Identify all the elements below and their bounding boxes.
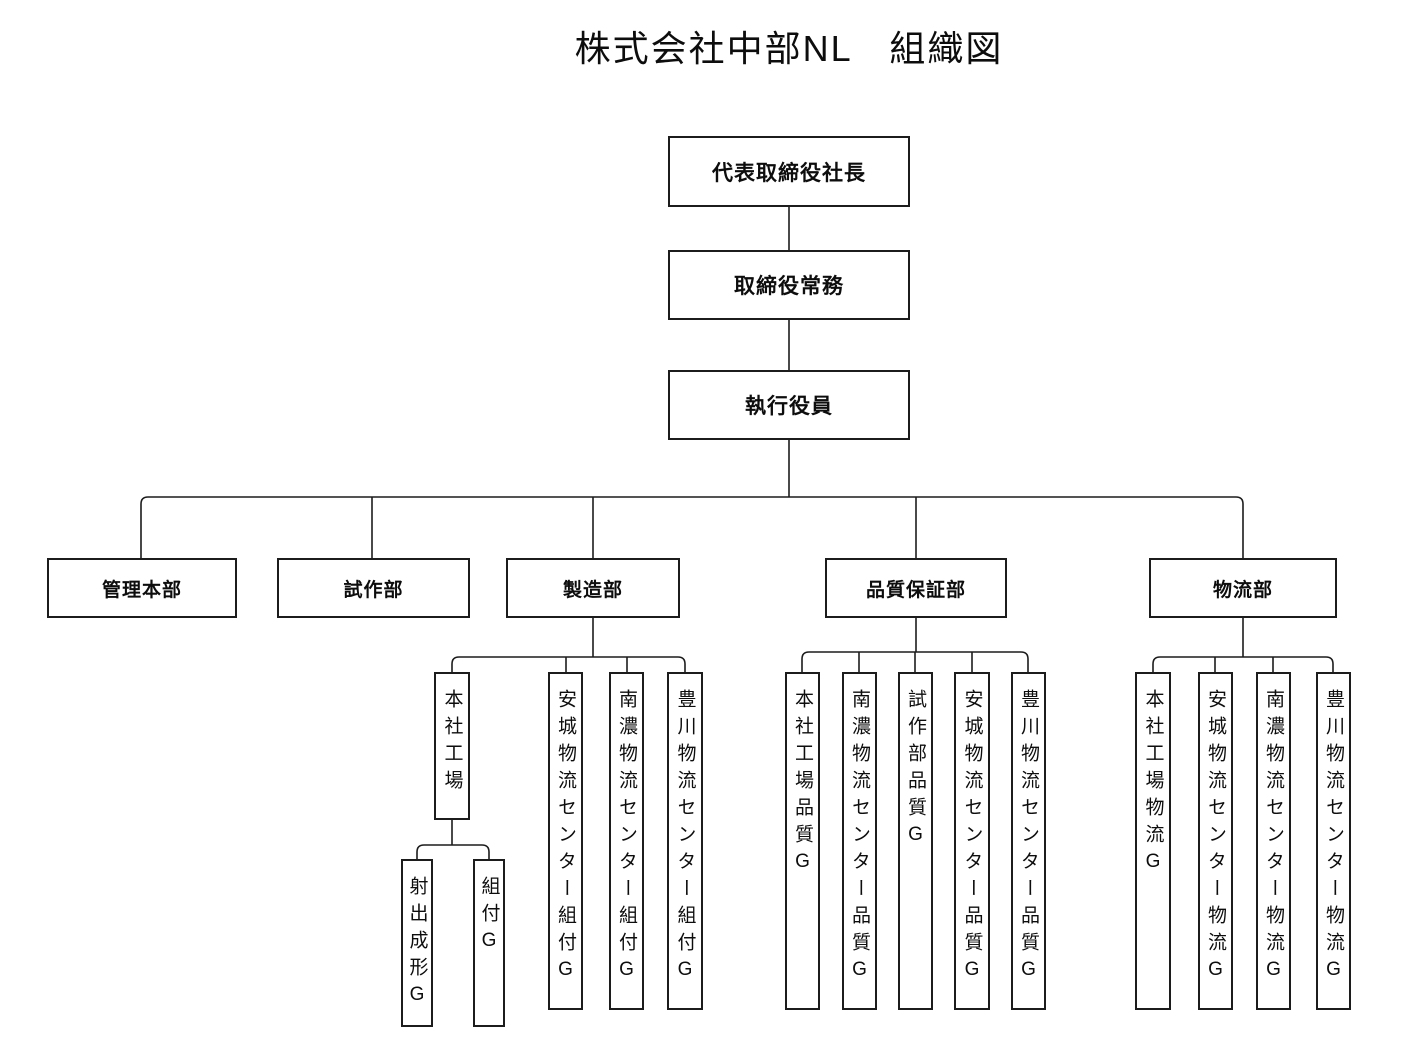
node-president: 代表取締役社長 (668, 136, 910, 207)
dept-rail (140, 496, 1244, 558)
page-title: 株式会社中部NL 組織図 (574, 28, 1004, 69)
mfg-rail (451, 656, 686, 672)
node-dept-logistics: 物流部 (1149, 558, 1337, 618)
plant-rail (416, 844, 490, 859)
node-honsha-plant: 本社工場 (434, 672, 470, 820)
node-dept-quality-assurance: 品質保証部 (825, 558, 1007, 618)
node-dept-manufacturing: 製造部 (506, 558, 680, 618)
node-executive-officer: 執行役員 (668, 370, 910, 440)
node-dept-admin-hq: 管理本部 (47, 558, 237, 618)
node-managing-director: 取締役常務 (668, 250, 910, 320)
logi-rail (1152, 656, 1334, 672)
node-dept-prototype: 試作部 (277, 558, 470, 618)
